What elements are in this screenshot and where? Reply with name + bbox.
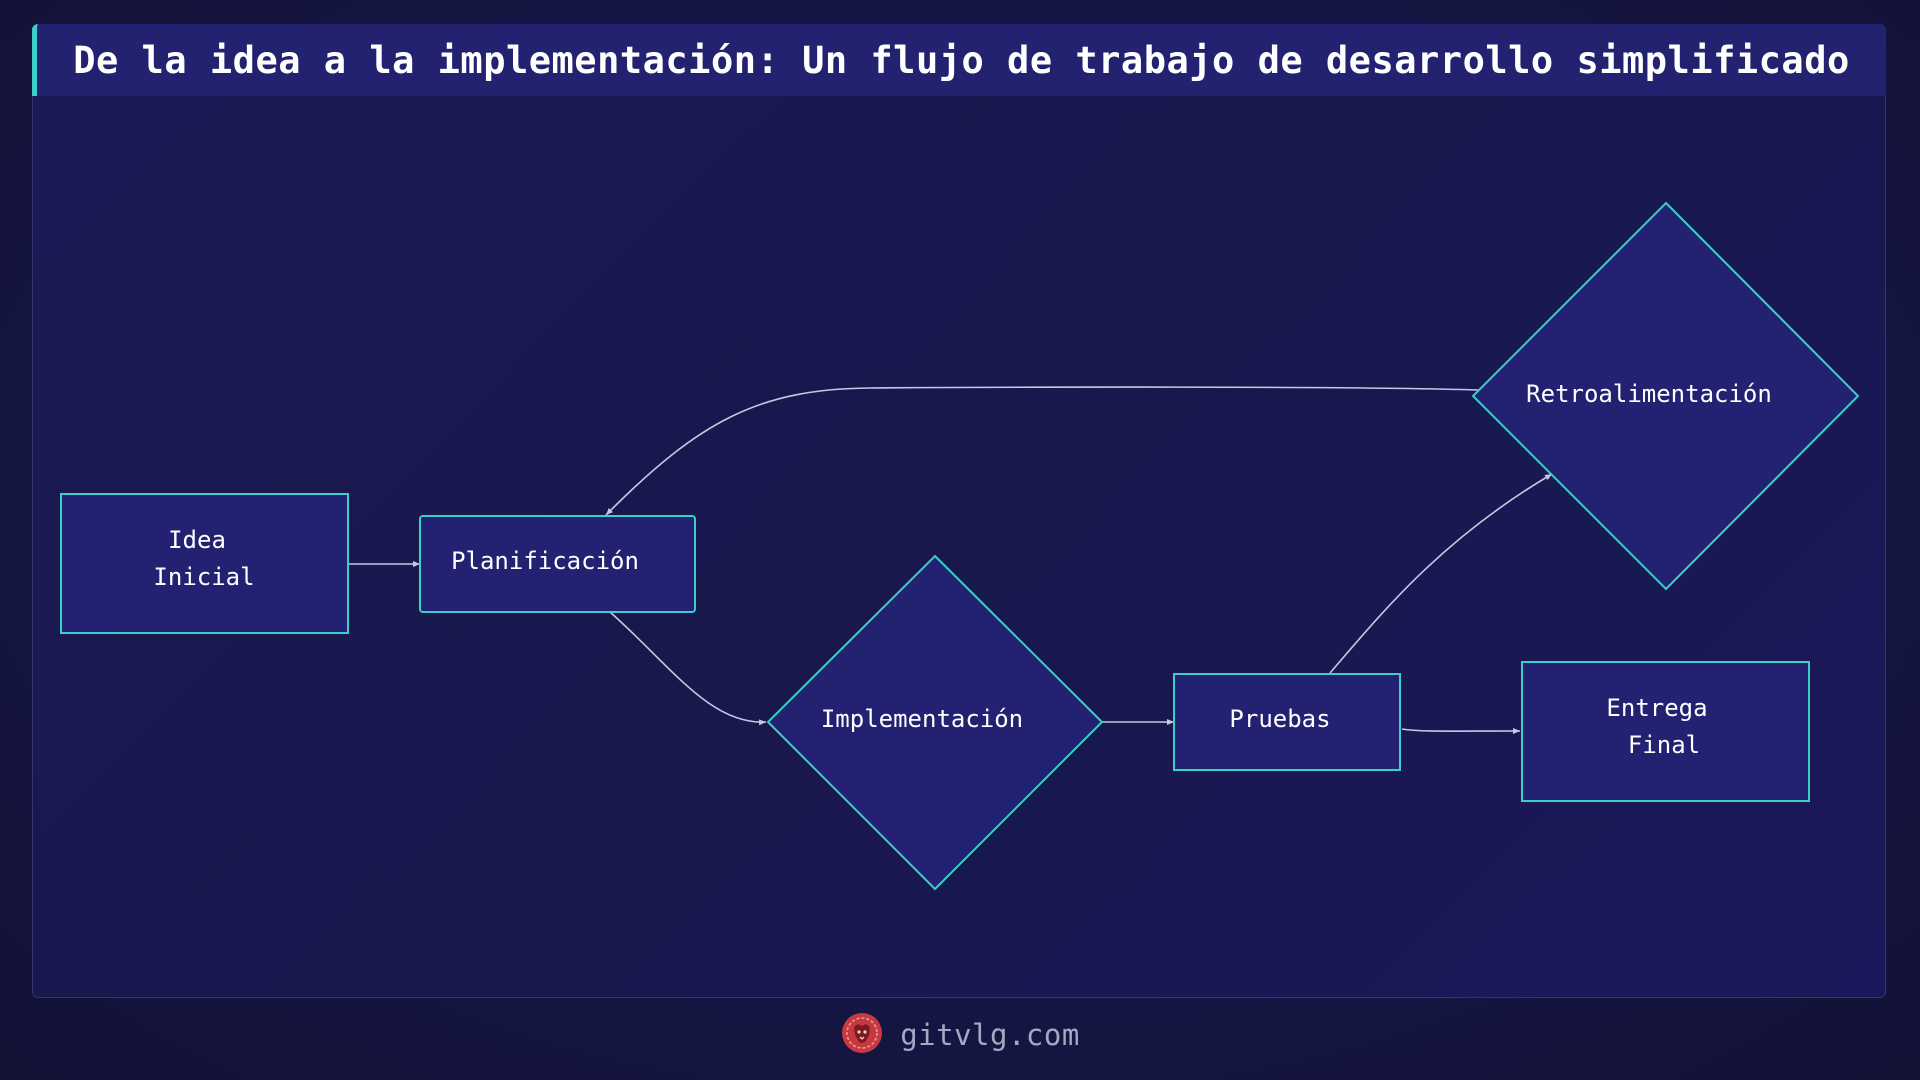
edge-pruebas-to-entrega [1401,728,1521,735]
node-pruebas: Pruebas [1173,673,1401,771]
node-idea-inicial: Idea Inicial [60,493,349,634]
node-planificacion-label: Planificación [451,547,639,575]
footer-site[interactable]: gitvlg.com [900,1018,1080,1052]
node-entrega-final-line2: Final [1628,731,1700,759]
title-bar: De la idea a la implementación: Un flujo… [32,24,1886,96]
edge-planificacion-to-implementacion [609,611,767,726]
node-entrega-final: Entrega Final [1521,661,1810,802]
edge-retroalimentacion-to-planificacion [605,386,1479,516]
footer: gitvlg.com [0,1010,1920,1060]
node-entrega-final-line1: Entrega [1606,694,1707,722]
node-retroalimentacion-label: Retroalimentación [1526,380,1772,408]
diagram-title: De la idea a la implementación: Un flujo… [73,38,1850,82]
node-implementacion-label: Implementación [821,705,1023,733]
lion-logo-icon [840,1011,884,1059]
node-pruebas-label: Pruebas [1229,705,1330,733]
node-idea-inicial-line1: Idea [168,526,226,554]
node-idea-inicial-line2: Inicial [153,563,254,591]
node-implementacion: Implementación [766,554,1104,891]
node-planificacion: Planificación [419,515,696,613]
edge-pruebas-to-retroalimentacion [1329,473,1553,674]
node-retroalimentacion: Retroalimentación [1471,201,1860,591]
